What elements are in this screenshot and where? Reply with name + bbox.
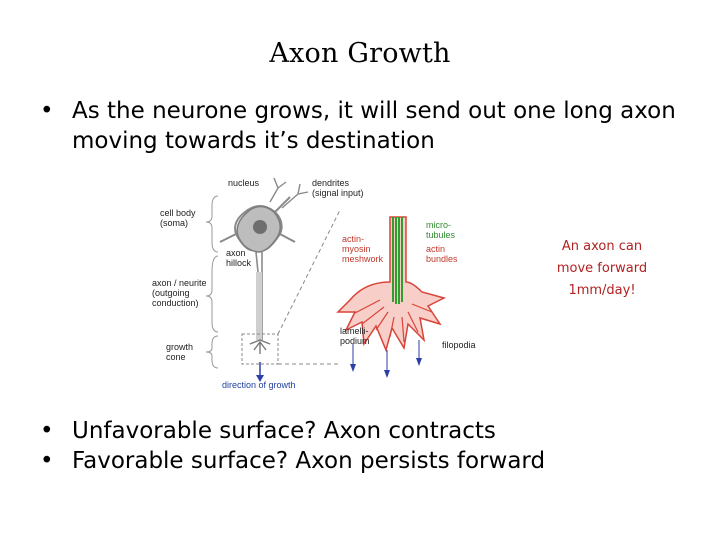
small-growth-cone (249, 339, 271, 354)
direction-arrow-icon (256, 375, 264, 382)
bottom-bullet-list: Unfavorable surface? Axon contracts Favo… (40, 416, 680, 476)
label-direction-of-growth: direction of growth (222, 380, 296, 390)
label-dendrites: dendrites (312, 178, 350, 188)
label-hillock: hillock (226, 258, 252, 268)
slide-title: Axon Growth (269, 38, 451, 69)
label-conduction: conduction) (152, 298, 199, 308)
label-micro: micro- (426, 220, 451, 230)
label-cone: cone (166, 352, 186, 362)
bullet-item: As the neurone grows, it will send out o… (40, 96, 680, 156)
bullet-item: Favorable surface? Axon persists forward (40, 446, 680, 476)
large-growth-cone (336, 216, 447, 378)
speed-note: An axon can move forward 1mm/day! (556, 239, 648, 298)
label-axon: axon (226, 248, 246, 258)
label-actin-bundles-2: bundles (426, 254, 458, 264)
label-filopodia: filopodia (442, 340, 476, 350)
neuron-soma (219, 177, 309, 253)
label-signal-input: (signal input) (312, 188, 364, 198)
label-actin-bundles-1: actin (426, 244, 445, 254)
label-growth: growth (166, 342, 193, 352)
axon-growth-figure: nucleus dendrites (signal input) cell bo… (152, 177, 476, 390)
label-outgoing: (outgoing (152, 288, 190, 298)
top-bullet-list: As the neurone grows, it will send out o… (40, 96, 680, 156)
growth-cone-box (241, 333, 279, 365)
label-soma: (soma) (160, 218, 188, 228)
label-nucleus: nucleus (228, 178, 260, 188)
label-myosin: myosin (342, 244, 371, 254)
nucleus-dot (253, 220, 267, 234)
label-cell-body: cell body (160, 208, 196, 218)
label-actin: actin- (342, 234, 364, 244)
label-tubules: tubules (426, 230, 456, 240)
label-meshwork: meshwork (342, 254, 384, 264)
bullet-item: Unfavorable surface? Axon contracts (40, 416, 680, 446)
label-lamelli: lamelli- (340, 326, 369, 336)
label-podium: podium (340, 336, 370, 346)
label-axon-neurite: axon / neurite (152, 278, 207, 288)
